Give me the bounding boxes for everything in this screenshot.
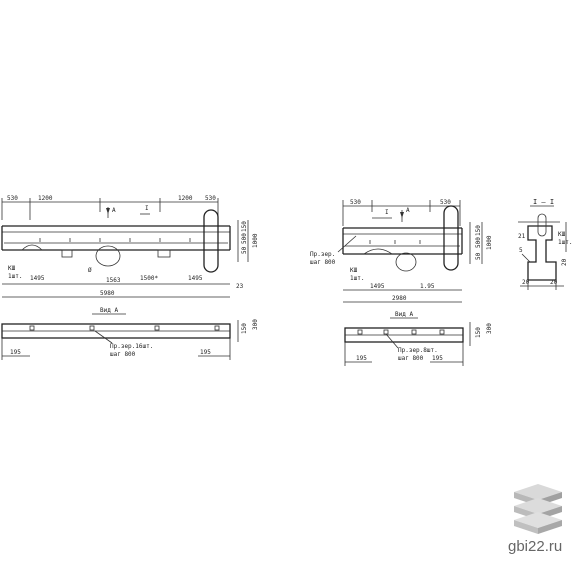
middle-plan-note-1: Пр.зер.8шт. (398, 347, 438, 354)
middle-label-1495: 1495 (370, 283, 385, 290)
left-plan-note-1: Пр.зер.16шт. (110, 343, 153, 350)
section-label-5: 5 (519, 247, 523, 254)
middle-dim-right-3: 500 (475, 237, 482, 248)
left-overall-length: 5980 (100, 290, 115, 297)
left-drawing: 530 1200 1200 530 A I 150 50 (1, 195, 259, 360)
left-dim-top-2: 1200 (38, 195, 53, 202)
middle-view-title: Вид А (395, 311, 413, 318)
middle-plan-bottom-right: 195 (432, 355, 443, 362)
middle-label-195: 1.95 (420, 283, 435, 290)
middle-side-note-2: шаг 800 (310, 259, 336, 266)
section-dim-2: 20 (550, 279, 558, 286)
left-label-1495b: 1495 (188, 275, 203, 282)
left-plan-bottom-right: 195 (200, 349, 211, 356)
section-dim-1: 20 (522, 279, 530, 286)
middle-dim-top-1: 530 (350, 199, 361, 206)
left-label-1500: 1500* (140, 275, 158, 282)
middle-dim-right-1: 150 (475, 225, 482, 236)
left-label-23: 23 (236, 283, 244, 290)
left-dim-top-3: 1200 (178, 195, 193, 202)
section-title: I – I (533, 198, 554, 206)
middle-view-mark: A (406, 207, 410, 214)
left-dim-right-4: 1000 (252, 233, 259, 248)
left-plan-dim-300: 300 (252, 319, 259, 330)
left-section-mark: I (145, 205, 149, 212)
middle-plan-dim-300: 300 (486, 323, 493, 334)
left-label-1495a: 1495 (30, 275, 45, 282)
watermark-text: gbi22.ru (508, 538, 563, 555)
middle-label-ksh: КШ (350, 267, 358, 274)
section-drawing: I – I 21 КШ 1шт. 5 20 20 20 (518, 198, 572, 290)
left-plan-note-2: шаг 800 (110, 351, 136, 358)
middle-plan-note-2: шаг 800 (398, 355, 424, 362)
left-label-ksh: КШ (8, 265, 16, 272)
middle-dim-top-2: 530 (440, 199, 451, 206)
left-plan-bottom-left: 195 (10, 349, 21, 356)
middle-plan-bottom-left: 195 (356, 355, 367, 362)
left-plan-dim-150: 150 (241, 323, 248, 334)
middle-dim-right-2: 50 (475, 252, 482, 260)
section-label-21: 21 (518, 233, 526, 240)
left-dim-top-4: 530 (205, 195, 216, 202)
middle-side-note-1: Пр.зер. (310, 251, 335, 258)
left-view-mark: A (112, 207, 116, 214)
middle-drawing: 530 530 I A 150 50 500 1000 Пр.зер. шаг … (310, 199, 493, 366)
left-dim-right-2: 50 (241, 246, 248, 254)
middle-dim-right-4: 1000 (486, 235, 493, 250)
left-dim-right-1: 150 (241, 221, 248, 232)
left-label-1sht: 1шт. (8, 273, 22, 280)
left-label-1563: 1563 (106, 277, 121, 284)
section-label-ksh: КШ (558, 231, 566, 238)
middle-overall-length: 2980 (392, 295, 407, 302)
middle-plan-dim-150: 150 (475, 327, 482, 338)
left-label-phi: Ø (88, 267, 92, 274)
middle-section-mark: I (385, 209, 389, 216)
left-dim-right-3: 500 (241, 233, 248, 244)
section-dim-3: 20 (561, 258, 568, 266)
left-dim-top-1: 530 (7, 195, 18, 202)
left-view-title: Вид А (100, 307, 118, 314)
middle-label-1sht: 1шт. (350, 275, 364, 282)
section-label-1sht: 1шт. (558, 239, 572, 246)
stacked-slabs-logo-icon (514, 484, 562, 534)
